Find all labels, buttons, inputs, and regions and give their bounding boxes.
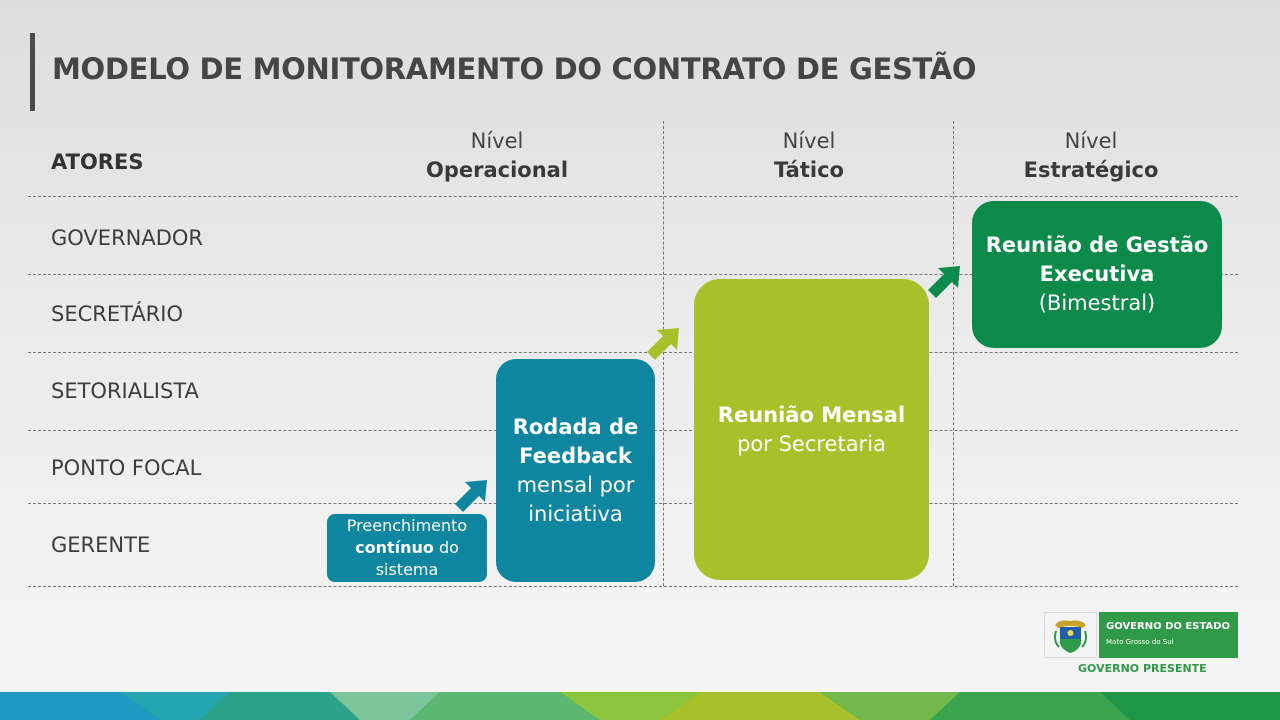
- box-feedback: Rodada de Feedback mensal por iniciativa: [496, 359, 655, 582]
- box-reuniao-executiva: Reunião de Gestão Executiva (Bimestral): [972, 201, 1222, 348]
- column-divider-1: [663, 121, 664, 586]
- box-mensal-line1: Reunião Mensal: [717, 402, 906, 427]
- box-reuniao-mensal: Reunião Mensal por Secretaria: [694, 279, 929, 580]
- logo-tagline: GOVERNO PRESENTE: [1078, 662, 1207, 675]
- level-tactical-line2: Tático: [774, 158, 844, 182]
- level-tactical: Nível Tático: [709, 127, 909, 185]
- row-label-setorialista: SETORIALISTA: [51, 379, 199, 403]
- actors-header: ATORES: [51, 150, 144, 174]
- logo-text-panel: GOVERNO DO ESTADO Mato Grosso do Sul: [1099, 612, 1238, 658]
- logo-line1: GOVERNO DO ESTADO: [1106, 621, 1230, 632]
- level-strategic: Nível Estratégico: [991, 127, 1191, 185]
- level-strategic-line2: Estratégico: [1023, 158, 1159, 182]
- box-preenchimento-line1: Preenchimento: [346, 516, 468, 535]
- level-operational-line1: Nível: [470, 129, 524, 153]
- page-title: MODELO DE MONITORAMENTO DO CONTRATO DE G…: [52, 52, 977, 86]
- box-exec-line3: (Bimestral): [1038, 291, 1156, 315]
- title-accent-bar: [30, 33, 35, 111]
- level-strategic-line1: Nível: [1064, 129, 1118, 153]
- grid-line-bottom: [28, 586, 1238, 587]
- box-feedback-line2: Feedback: [519, 443, 632, 468]
- level-operational: Nível Operacional: [397, 127, 597, 185]
- box-preenchimento-rest: do: [433, 538, 459, 557]
- box-preenchimento-line3: sistema: [375, 560, 439, 579]
- coat-of-arms-icon: [1044, 612, 1097, 658]
- row-label-gerente: GERENTE: [51, 533, 151, 557]
- box-preenchimento-bold: contínuo: [355, 538, 434, 557]
- box-exec-line1: Reunião de Gestão: [985, 233, 1209, 257]
- row-label-ponto-focal: PONTO FOCAL: [51, 456, 202, 480]
- government-logo: GOVERNO DO ESTADO Mato Grosso do Sul: [1044, 612, 1238, 658]
- row-label-secretario: SECRETÁRIO: [51, 302, 183, 326]
- grid-line-header: [28, 196, 1238, 197]
- box-exec-line2: Executiva: [1039, 262, 1155, 286]
- decorative-footer-strip: [0, 692, 1280, 720]
- logo-line2: Mato Grosso do Sul: [1106, 638, 1174, 646]
- arrow-up-right-icon: [928, 266, 960, 298]
- column-divider-2: [953, 121, 954, 586]
- arrow-up-right-icon: [455, 480, 487, 512]
- box-preenchimento-line2: contínuo do: [355, 537, 459, 559]
- row-label-governador: GOVERNADOR: [51, 226, 204, 250]
- box-preenchimento: Preenchimento contínuo do sistema: [327, 514, 487, 582]
- box-feedback-line3: mensal por: [516, 472, 635, 497]
- box-feedback-line4: iniciativa: [528, 501, 623, 526]
- box-feedback-line1: Rodada de: [512, 414, 639, 439]
- grid-line-1: [28, 274, 1238, 275]
- level-tactical-line1: Nível: [782, 129, 836, 153]
- grid-line-2: [28, 352, 1238, 353]
- level-operational-line2: Operacional: [425, 158, 569, 182]
- arrow-up-right-icon: [647, 328, 679, 360]
- box-mensal-line2: por Secretaria: [737, 431, 886, 456]
